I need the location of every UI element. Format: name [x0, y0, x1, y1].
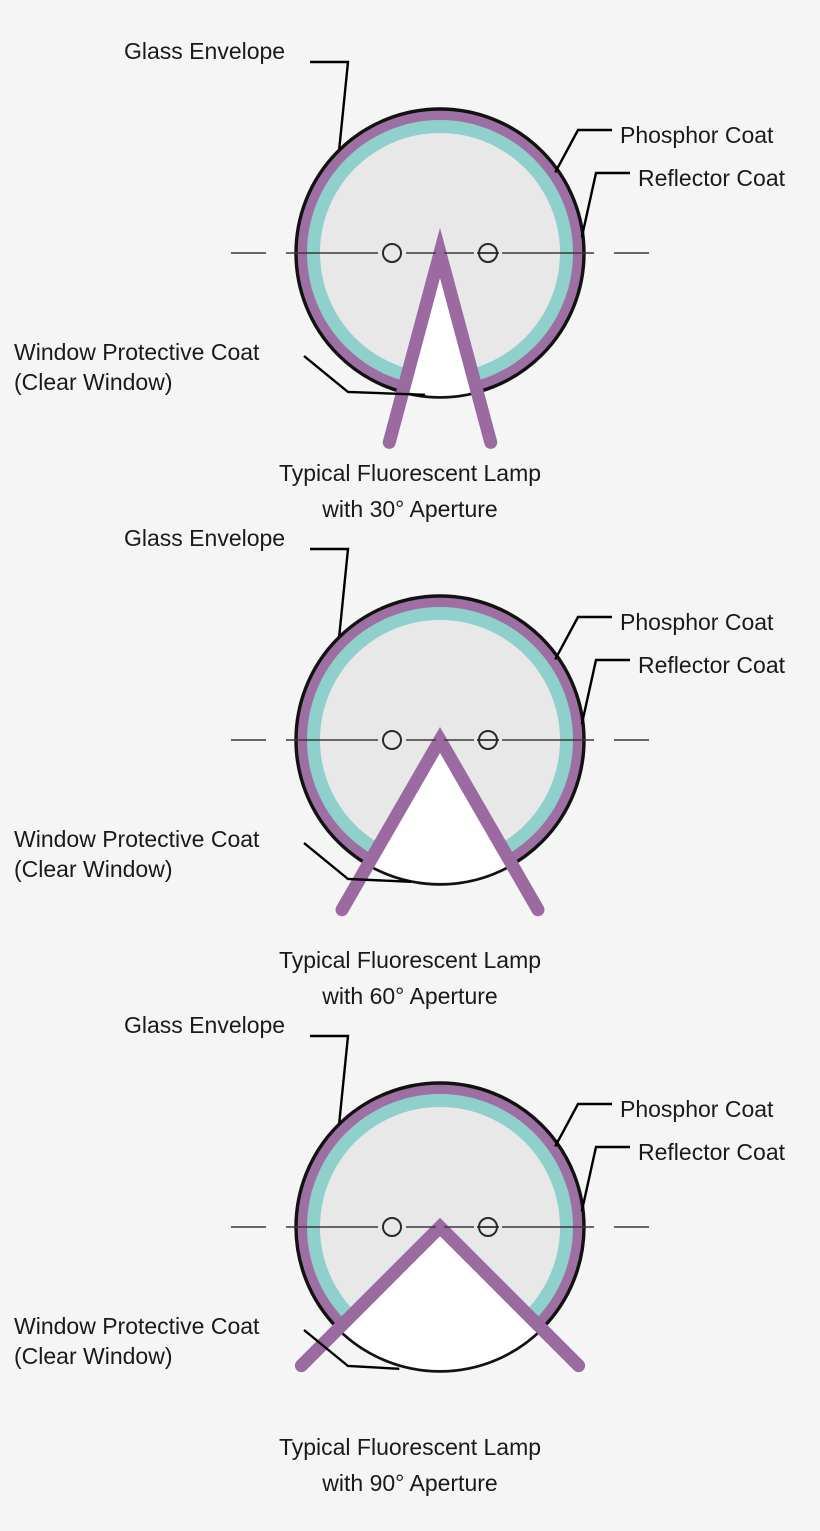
- leader-glass-envelope: [310, 60, 350, 150]
- lamp-cross-section-60: [231, 547, 649, 917]
- clear-window-wedge: [368, 740, 512, 884]
- leader-glass-envelope: [310, 1034, 350, 1124]
- caption-lamp-30: Typical Fluorescent Lamp with 30° Apertu…: [278, 460, 542, 522]
- label-glass-envelope: Glass Envelope: [124, 38, 286, 64]
- label-phosphor-coat: Phosphor Coat: [620, 609, 774, 635]
- aperture-angle-rays: [335, 726, 545, 917]
- clear-window-wedge: [402, 253, 478, 397]
- label-window-protective-coat: Window Protective Coat (Clear Window): [14, 1313, 260, 1369]
- electrode-circle-icon: [382, 1217, 402, 1237]
- aperture-angle-rays: [382, 227, 498, 449]
- caption-lamp-60: Typical Fluorescent Lamp with 60° Apertu…: [278, 947, 542, 1009]
- lamp-diagram-60: Glass Envelope Phosphor Coat Reflector C…: [0, 487, 820, 1009]
- leader-window-protective-coat: [303, 1329, 400, 1370]
- label-glass-envelope: Glass Envelope: [124, 525, 286, 551]
- caption-lamp-90: Typical Fluorescent Lamp with 90° Apertu…: [278, 1434, 542, 1496]
- label-phosphor-coat: Phosphor Coat: [620, 122, 774, 148]
- leader-phosphor-coat: [554, 128, 612, 173]
- electrode-circle-icon: [382, 730, 402, 750]
- lamp-cross-section-30: [231, 60, 649, 449]
- leader-reflector-coat: [580, 658, 630, 725]
- electrode-circle-icon: [382, 243, 402, 263]
- label-reflector-coat: Reflector Coat: [638, 1139, 786, 1165]
- label-window-protective-coat: Window Protective Coat (Clear Window): [14, 826, 260, 882]
- label-reflector-coat: Reflector Coat: [638, 652, 786, 678]
- leader-phosphor-coat: [554, 615, 612, 660]
- label-window-protective-coat: Window Protective Coat (Clear Window): [14, 339, 260, 395]
- label-reflector-coat: Reflector Coat: [638, 165, 786, 191]
- clear-window-wedge: [338, 1227, 542, 1371]
- leader-window-protective-coat: [303, 355, 426, 396]
- label-phosphor-coat: Phosphor Coat: [620, 1096, 774, 1122]
- leader-reflector-coat: [580, 1145, 630, 1212]
- lamp-diagram-30: Glass Envelope Phosphor Coat Reflector C…: [0, 0, 820, 522]
- window-protective-coat-arc: [367, 863, 513, 885]
- lamp-diagram-90: Glass Envelope Phosphor Coat Reflector C…: [0, 974, 820, 1496]
- leader-reflector-coat: [580, 171, 630, 238]
- lamp-cross-section-90: [231, 1034, 649, 1373]
- aperture-angle-rays: [294, 1217, 586, 1373]
- leader-phosphor-coat: [554, 1102, 612, 1147]
- leader-window-protective-coat: [303, 842, 412, 883]
- leader-glass-envelope: [310, 547, 350, 637]
- label-glass-envelope: Glass Envelope: [124, 1012, 286, 1038]
- window-protective-coat-arc: [337, 1328, 543, 1372]
